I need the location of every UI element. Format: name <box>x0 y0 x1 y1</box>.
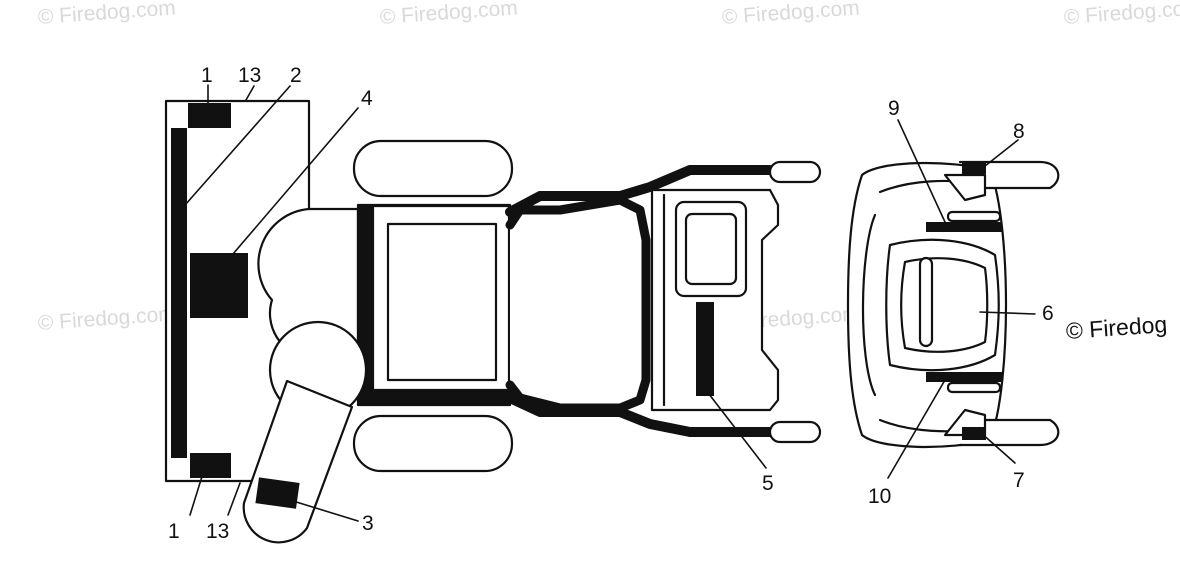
callout-5: 5 <box>762 472 774 495</box>
callout-9: 9 <box>888 97 900 120</box>
decal-5 <box>696 302 714 396</box>
callout-1-bottom: 1 <box>168 520 180 543</box>
callout-10: 10 <box>868 485 891 508</box>
handle-frame-top <box>505 165 775 217</box>
console-center <box>885 238 1000 372</box>
decal-10 <box>926 372 1002 382</box>
decal-1-bottom <box>190 453 231 478</box>
decal-4 <box>190 253 248 318</box>
callout-2: 2 <box>290 64 302 87</box>
decal-9 <box>926 222 1002 232</box>
callout-3: 3 <box>362 512 374 535</box>
callout-13-bottom: 13 <box>206 520 229 543</box>
engine-panel <box>386 222 498 382</box>
wheel-bottom <box>352 414 514 473</box>
callout-1-top: 1 <box>201 64 213 87</box>
handle-frame-bottom <box>505 393 775 437</box>
callout-13-top: 13 <box>238 64 261 87</box>
decal-13-strip <box>171 128 187 458</box>
decal-7 <box>962 427 986 440</box>
handle-grip-top <box>768 160 822 184</box>
decal-1-top <box>188 103 231 128</box>
handle-grip-bottom <box>768 420 822 444</box>
callout-8: 8 <box>1013 120 1025 143</box>
callout-6: 6 <box>1042 302 1054 325</box>
frame-body <box>505 195 651 413</box>
callout-4: 4 <box>361 87 373 110</box>
callout-7: 7 <box>1013 469 1025 492</box>
decal-3 <box>255 477 300 509</box>
wheel-top <box>352 139 514 198</box>
leader-lines <box>177 84 1036 522</box>
